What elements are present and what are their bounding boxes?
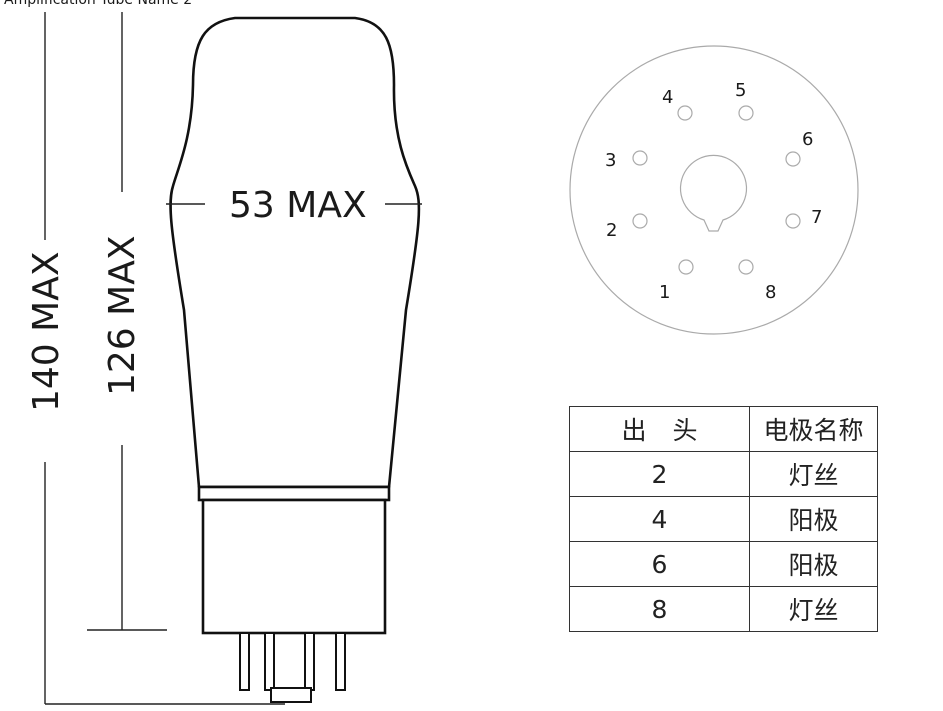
- pin-label-3: 3: [605, 150, 616, 171]
- cell-pin: 2: [569, 451, 750, 497]
- pin-label-1: 1: [659, 282, 670, 303]
- glass-height-label: 126 MAX: [102, 235, 143, 396]
- glass-height-dimension: 126 MAX: [87, 12, 167, 631]
- table-row: 8 灯丝: [569, 586, 878, 632]
- table-row: 2 灯丝: [569, 451, 878, 497]
- total-height-dimension: 140 MAX: [26, 12, 285, 705]
- diameter-label: 53 MAX: [229, 185, 367, 226]
- pin-hole-5: [738, 105, 754, 121]
- pin-hole-4: [677, 105, 693, 121]
- total-height-label: 140 MAX: [26, 251, 67, 412]
- tube-pin: [239, 632, 250, 691]
- cell-electrode: 阳极: [749, 496, 878, 542]
- pin-label-4: 4: [662, 87, 673, 108]
- tube-center-key: [270, 687, 312, 703]
- table-row: 6 阳极: [569, 541, 878, 587]
- pin-label-7: 7: [811, 207, 822, 228]
- socket-center-key: [679, 154, 748, 232]
- pin-hole-1: [678, 259, 694, 275]
- header-pin: 出头: [569, 406, 750, 452]
- header-fragment: Amplification Tube Name 2: [4, 0, 192, 8]
- tube-pins: [239, 632, 346, 703]
- pin-label-5: 5: [735, 80, 746, 101]
- pin-electrode-table: 出头 电极名称 2 灯丝 4 阳极 6 阳极 8 灯丝: [569, 406, 878, 632]
- tube-pin: [304, 632, 315, 691]
- socket-diagram: 1 2 3 4 5 6 7 8: [569, 45, 859, 335]
- tube-base: [201, 498, 387, 635]
- pin-label-6: 6: [802, 129, 813, 150]
- pin-label-2: 2: [606, 220, 617, 241]
- header-electrode: 电极名称: [749, 406, 878, 452]
- cell-pin: 8: [569, 586, 750, 632]
- pin-hole-2: [632, 213, 648, 229]
- pin-hole-7: [785, 213, 801, 229]
- pin-hole-3: [632, 150, 648, 166]
- tube-glass-envelope: [169, 16, 421, 489]
- cell-electrode: 阳极: [749, 541, 878, 587]
- tube-pin: [335, 632, 346, 691]
- pin-label-8: 8: [765, 282, 776, 303]
- table-header-row: 出头 电极名称: [569, 406, 878, 452]
- cell-pin: 4: [569, 496, 750, 542]
- pin-hole-8: [738, 259, 754, 275]
- cell-pin: 6: [569, 541, 750, 587]
- cell-electrode: 灯丝: [749, 451, 878, 497]
- tube-base-band: [197, 485, 391, 502]
- diameter-dimension: 53 MAX: [166, 185, 422, 226]
- cell-electrode: 灯丝: [749, 586, 878, 632]
- table-row: 4 阳极: [569, 496, 878, 542]
- pin-hole-6: [785, 151, 801, 167]
- tube-pin: [264, 632, 275, 691]
